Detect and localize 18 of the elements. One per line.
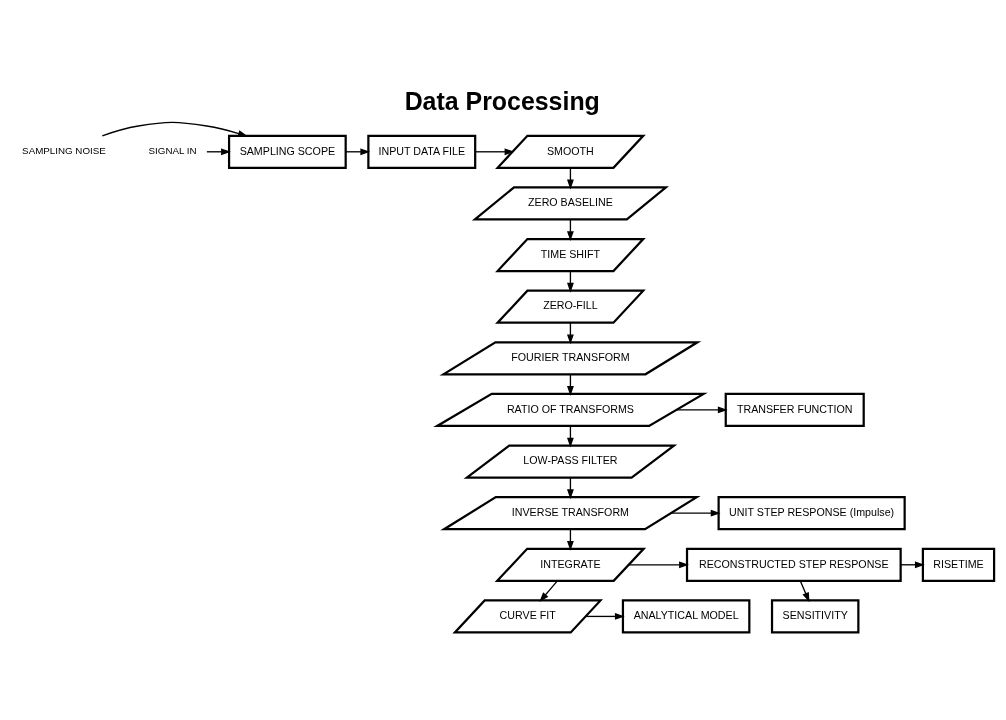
arrow (585, 613, 625, 620)
node-box: UNIT STEP RESPONSE (Impulse) (717, 496, 906, 531)
node-box: RISETIME (921, 547, 996, 582)
arrow (101, 121, 248, 137)
arrow (628, 561, 689, 569)
node-box: ANALYTICAL MODEL (621, 599, 751, 634)
node-box: TRANSFER FUNCTION (724, 392, 865, 428)
arrow (539, 580, 559, 602)
node-text: SAMPLING NOISE (22, 145, 106, 157)
node-text: SIGNAL IN (148, 145, 197, 157)
node-box: SAMPLING SCOPE (227, 134, 347, 169)
arrow (474, 148, 515, 156)
node-box: RECONSTRUCTED STEP RESPONSE (685, 547, 902, 582)
arrow (670, 509, 721, 517)
arrow (675, 406, 728, 414)
node-box: SENSITIVITY (770, 599, 860, 634)
diagram-title: Data Processing (404, 87, 600, 116)
node-box: INPUT DATA FILE (367, 134, 477, 169)
